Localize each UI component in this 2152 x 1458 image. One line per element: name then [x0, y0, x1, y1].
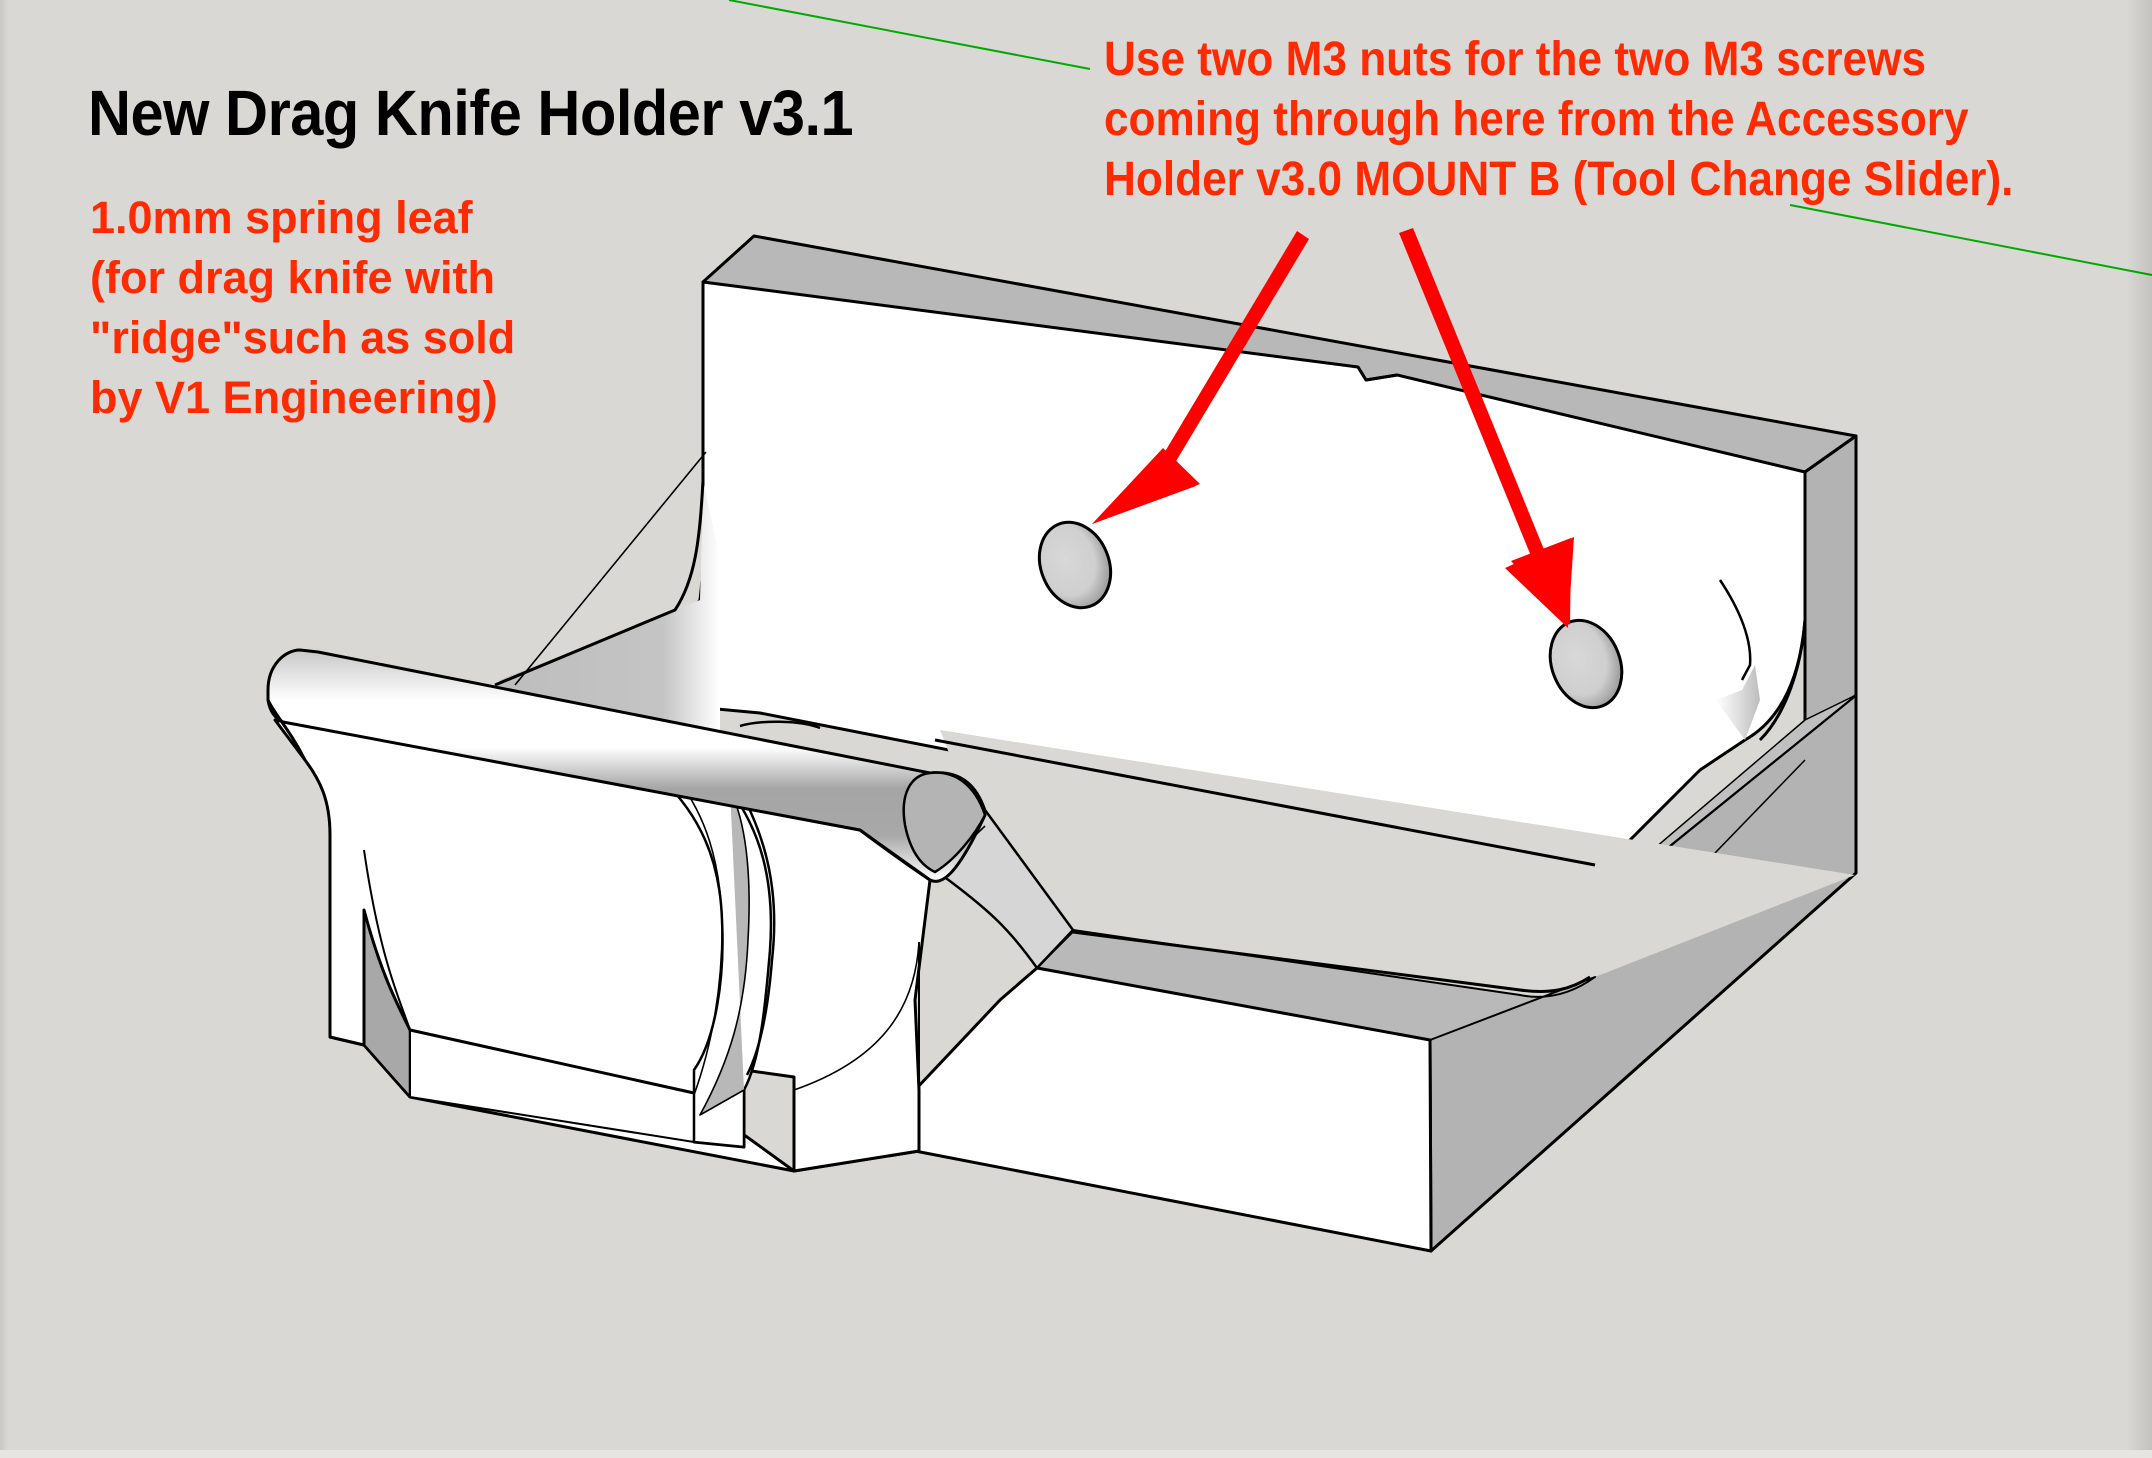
right-edge-shadow [2126, 0, 2152, 1450]
arrow-to-right-hole-icon [1399, 228, 1574, 628]
arrow-to-left-hole-icon [1092, 231, 1309, 524]
note-line: "ridge"such as sold [90, 312, 516, 363]
note-line: Use two M3 nuts for the two M3 screws [1104, 33, 1927, 86]
axis-lines [728, 0, 2152, 276]
spring-leaf-note: 1.0mm spring leaf (for drag knife with "… [90, 188, 515, 428]
note-line: 1.0mm spring leaf [90, 192, 473, 243]
left-edge-shadow [0, 0, 8, 1450]
note-line: Holder v3.0 MOUNT B (Tool Change Slider)… [1104, 153, 2014, 206]
note-line: coming through here from the Accessory [1104, 93, 1969, 146]
left-inner-face [490, 480, 720, 730]
page-title: New Drag Knife Holder v3.1 [88, 77, 854, 149]
rod-end-cap [902, 771, 987, 874]
bottom-strip [0, 1450, 2152, 1458]
note-line: (for drag knife with [90, 252, 495, 303]
note-line: by V1 Engineering) [90, 372, 498, 423]
drag-knife-holder-model [266, 234, 1858, 1253]
m3-nut-note: Use two M3 nuts for the two M3 screws co… [1104, 30, 2013, 210]
m3-nut-hole-left [1037, 520, 1113, 610]
channel-opening [940, 730, 1855, 997]
